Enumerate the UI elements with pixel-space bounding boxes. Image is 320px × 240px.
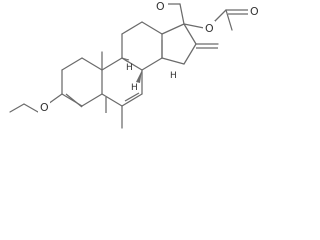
ethoxy-oxygen-label: O bbox=[40, 101, 49, 114]
ring-a bbox=[61, 57, 107, 113]
ketone-oxygen-label: O bbox=[156, 0, 165, 13]
h-14-label: H bbox=[170, 71, 177, 81]
c17-substituents bbox=[165, 3, 251, 31]
angular-methyls bbox=[101, 39, 163, 71]
acetoxy-oxygen-label: O bbox=[205, 22, 214, 35]
structure-svg: O O O O H H H bbox=[9, 0, 260, 129]
ring-b bbox=[101, 57, 143, 129]
chemical-structure-diagram: O O O O H H H bbox=[9, 0, 260, 129]
ring-c bbox=[121, 21, 163, 71]
acetoxy-carbonyl-oxygen-label: O bbox=[250, 5, 259, 18]
h-9-label: H bbox=[126, 63, 133, 73]
stereo-marks bbox=[121, 57, 142, 83]
ring-d bbox=[161, 23, 219, 65]
ethoxy-group bbox=[9, 93, 63, 113]
h-8-label: H bbox=[131, 83, 138, 93]
atom-labels: O O O O H H H bbox=[38, 0, 260, 114]
